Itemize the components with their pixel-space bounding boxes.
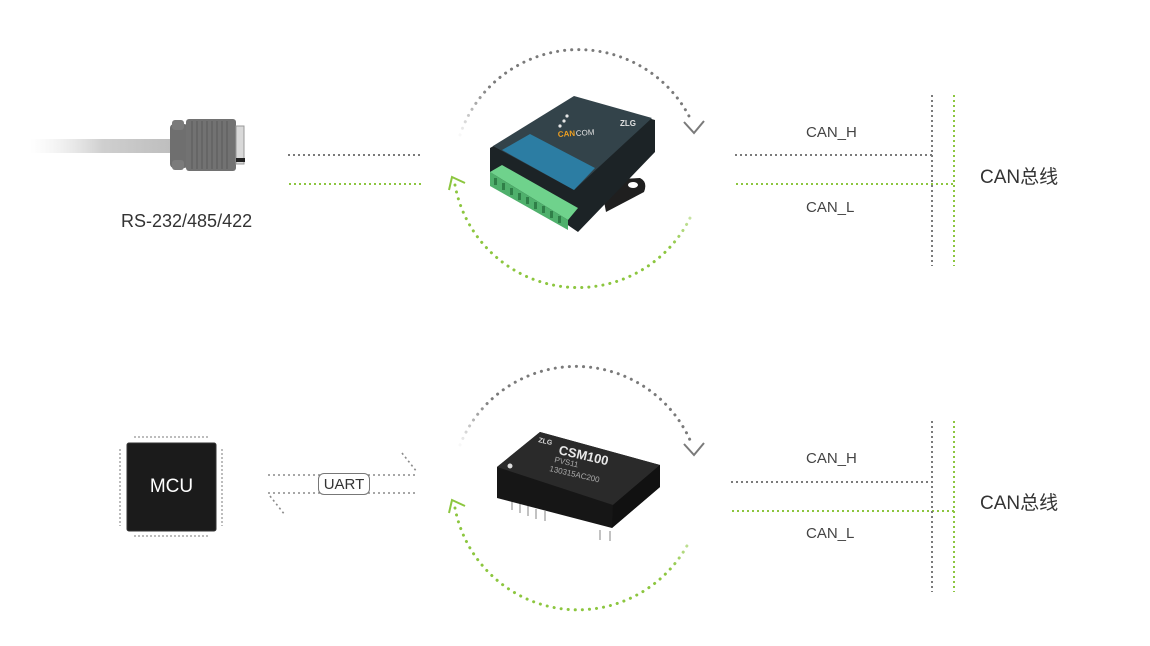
cycle-arc-green-bottom bbox=[453, 506, 692, 612]
mcu-label: MCU bbox=[149, 476, 194, 497]
arrowhead-gray-top bbox=[683, 120, 705, 135]
cancom-converter-device-icon: ZLG CAN COM bbox=[490, 96, 655, 232]
svg-text:COM: COM bbox=[576, 128, 596, 138]
db9-serial-connector-icon bbox=[30, 119, 245, 171]
svg-text:ZLG: ZLG bbox=[620, 119, 636, 128]
csm100-module-icon: ZLG CSM100 PVS11 130315AC200 bbox=[497, 432, 660, 541]
can-bus-label-top: CAN总线 bbox=[980, 167, 1059, 188]
can-l-label-top: CAN_L bbox=[806, 199, 855, 216]
can-l-label-bottom: CAN_L bbox=[806, 525, 855, 542]
serial-interface-label: RS-232/485/422 bbox=[121, 211, 253, 231]
uart-label: UART bbox=[318, 473, 370, 495]
svg-text:CAN: CAN bbox=[558, 129, 576, 139]
cycle-arc-green-top bbox=[453, 183, 692, 290]
uart-arrow-right-tick bbox=[401, 452, 418, 473]
uart-arrow-left-tick bbox=[269, 495, 286, 516]
can-h-label-bottom: CAN_H bbox=[806, 450, 857, 467]
mcu-chip-icon bbox=[119, 436, 223, 537]
can-h-label-top: CAN_H bbox=[806, 124, 857, 141]
cycle-arc-gray-bottom bbox=[458, 364, 692, 447]
arrowhead-green-bottom bbox=[448, 498, 466, 514]
arrowhead-gray-bottom bbox=[683, 442, 705, 457]
svg-text:ZLG: ZLG bbox=[538, 437, 554, 447]
arrowhead-green-top bbox=[448, 175, 466, 191]
cycle-arc-gray-top bbox=[458, 48, 692, 137]
can-bus-label-bottom: CAN总线 bbox=[980, 493, 1059, 514]
